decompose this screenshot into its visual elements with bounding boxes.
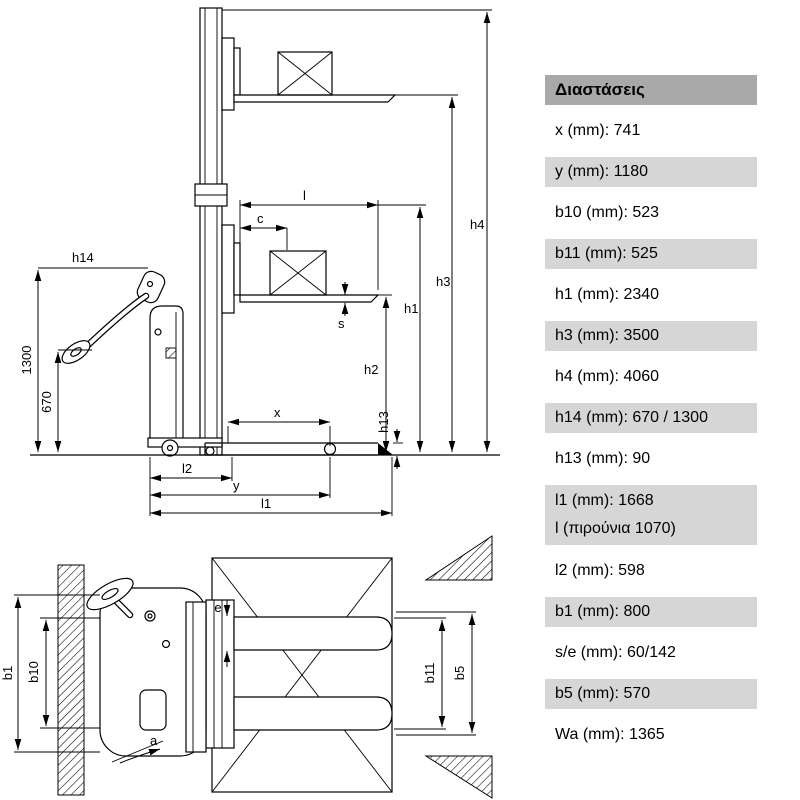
- dimension-row-h14: h14 (mm): 670 / 1300: [545, 403, 757, 433]
- dim-label-h1: h1: [404, 301, 418, 316]
- truck-body-top: [86, 577, 207, 757]
- aisle-corner-bottom: [424, 755, 493, 799]
- dimension-row-y: y (mm): 1180: [545, 157, 757, 187]
- dimension-row-h13: h13 (mm): 90: [545, 444, 757, 474]
- mid-fork-load: [221, 224, 380, 314]
- dimensions-panel: Διαστάσεις x (mm): 741 y (mm): 1180 b10 …: [545, 75, 757, 750]
- lowered-fork: [204, 442, 393, 456]
- dim-label-l: l: [303, 188, 306, 203]
- dim-label-l1: l1: [261, 496, 271, 511]
- dimension-row-l1-line2: l (πιρούνια 1070): [555, 520, 676, 537]
- dim-label-h3: h3: [436, 274, 450, 289]
- side-dimensions: h4 h3 l c h1 h2 s: [222, 9, 492, 469]
- dimension-row-h4: h4 (mm): 4060: [545, 362, 757, 392]
- dimension-row-b10: b10 (mm): 523: [545, 198, 757, 228]
- dim-label-h14: h14: [72, 250, 94, 265]
- dim-label-a: a: [150, 733, 158, 748]
- dimensions-panel-title: Διαστάσεις: [545, 75, 757, 105]
- dim-label-h2: h2: [364, 362, 378, 377]
- dim-label-b10: b10: [26, 661, 41, 683]
- dim-label-h4: h4: [470, 217, 484, 232]
- truck-body-side: [61, 270, 223, 457]
- dimension-row-b11: b11 (mm): 525: [545, 239, 757, 269]
- dim-label-h13: h13: [376, 411, 391, 433]
- dimension-row-h1: h1 (mm): 2340: [545, 280, 757, 310]
- dimension-row-h3: h3 (mm): 3500: [545, 321, 757, 351]
- dim-label-670: 670: [39, 391, 54, 413]
- dimension-row-x: x (mm): 741: [545, 116, 757, 146]
- dim-label-x: x: [274, 405, 281, 420]
- wall-hatch: [57, 564, 85, 796]
- dimension-row-l2: l2 (mm): 598: [545, 556, 757, 586]
- dimension-row-wa: Wa (mm): 1365: [545, 720, 757, 750]
- dim-label-l2: l2: [182, 461, 192, 476]
- dimension-row-se: s/e (mm): 60/142: [545, 638, 757, 668]
- forks-top: [205, 599, 393, 749]
- aisle-corner-top: [424, 535, 493, 581]
- length-dimensions: x l2 y l1: [149, 405, 393, 517]
- dim-label-b5: b5: [452, 666, 467, 680]
- dim-label-c: c: [257, 211, 264, 226]
- dim-label-1300: 1300: [19, 346, 34, 375]
- dimension-row-b5: b5 (mm): 570: [545, 679, 757, 709]
- top-fork-load: [221, 37, 397, 111]
- top-view: b1 b10 e b11 b5 a: [0, 535, 493, 799]
- dim-label-s: s: [338, 316, 345, 331]
- dim-label-b1: b1: [0, 666, 15, 680]
- dimension-row-b1: b1 (mm): 800: [545, 597, 757, 627]
- dim-label-y: y: [233, 478, 240, 493]
- dimension-row-l1: l1 (mm): 1668 l (πιρούνια 1070): [545, 485, 757, 545]
- dim-label-b11: b11: [422, 663, 437, 684]
- technical-drawing: h4 h3 l c h1 h2 s: [0, 7, 500, 799]
- side-view: h4 h3 l c h1 h2 s: [19, 7, 500, 517]
- dimension-row-l1-line1: l1 (mm): 1668: [555, 492, 654, 509]
- dim-label-e: e: [214, 600, 221, 615]
- top-dimensions: b1 b10 e b11 b5 a: [0, 594, 476, 764]
- side-dimensions-left: h14 1300 670: [19, 250, 148, 452]
- pallet: [211, 557, 393, 793]
